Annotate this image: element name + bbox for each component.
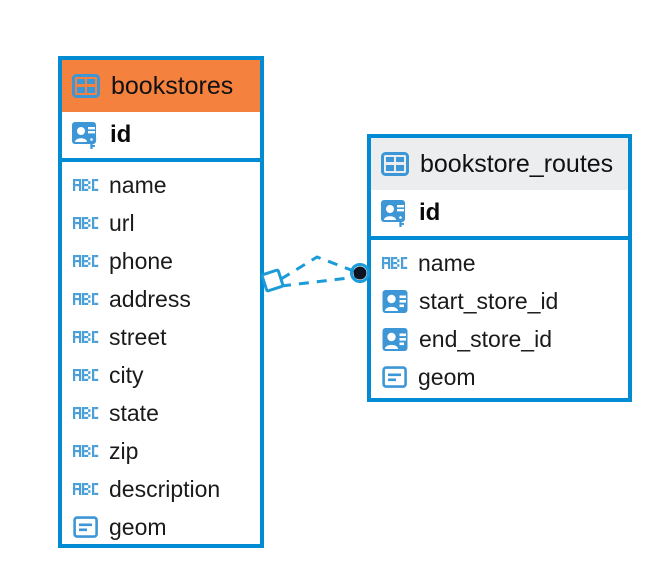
relationship-line-start-store-id: [280, 255, 360, 281]
field-label: geom: [418, 363, 476, 390]
field-label: state: [109, 399, 159, 426]
primary-key-icon: [72, 120, 100, 150]
field-row[interactable]: start_store_id: [371, 282, 628, 320]
relationship-connector: [260, 255, 370, 293]
abc-text-icon: [73, 177, 99, 193]
field-label: city: [109, 361, 144, 388]
abc-text-icon: [73, 329, 99, 345]
field-label: zip: [109, 437, 139, 464]
field-label: street: [109, 323, 167, 350]
field-row[interactable]: city: [62, 356, 260, 394]
abc-text-icon: [382, 255, 408, 271]
foreign-key-icon: [382, 288, 409, 315]
field-row[interactable]: description: [62, 470, 260, 508]
abc-text-icon: [73, 443, 99, 459]
field-label: address: [109, 285, 191, 312]
field-label: end_store_id: [419, 325, 552, 352]
table-icon: [381, 150, 409, 178]
field-label: start_store_id: [419, 287, 559, 314]
field-row[interactable]: url: [62, 204, 260, 242]
primary-key-label: id: [110, 121, 132, 148]
field-row[interactable]: state: [62, 394, 260, 432]
abc-text-icon: [73, 405, 99, 421]
field-label: geom: [109, 513, 167, 540]
field-label: name: [109, 171, 167, 198]
field-row[interactable]: end_store_id: [371, 320, 628, 358]
field-label: description: [109, 475, 221, 502]
entity-bookstores[interactable]: bookstores: [58, 56, 264, 548]
primary-key-label: id: [419, 199, 441, 226]
field-row[interactable]: street: [62, 318, 260, 356]
geometry-icon: [382, 364, 408, 390]
primary-key-row-bookstore-routes[interactable]: id: [371, 190, 628, 240]
primary-key-icon: [381, 198, 409, 228]
field-label: phone: [109, 247, 173, 274]
field-list-bookstore-routes: name start_store_id: [371, 240, 628, 396]
field-row[interactable]: geom: [371, 358, 628, 396]
field-row[interactable]: geom: [62, 508, 260, 546]
entity-title-bookstore-routes: bookstore_routes: [420, 149, 614, 178]
abc-text-icon: [73, 481, 99, 497]
field-list-bookstores: name: [62, 162, 260, 546]
abc-text-icon: [73, 253, 99, 269]
table-icon: [72, 72, 100, 100]
field-row[interactable]: address: [62, 280, 260, 318]
filled-circle-marker: [350, 263, 370, 283]
entity-header-bookstore-routes[interactable]: bookstore_routes: [371, 138, 628, 190]
diamond-marker: [260, 268, 285, 293]
primary-key-row-bookstores[interactable]: id: [62, 112, 260, 162]
field-row[interactable]: phone: [62, 242, 260, 280]
entity-title-bookstores: bookstores: [111, 71, 234, 100]
field-row[interactable]: name: [371, 244, 628, 282]
relationship-line-end-store-id: [280, 275, 358, 288]
field-label: url: [109, 209, 135, 236]
geometry-icon: [73, 514, 99, 540]
foreign-key-icon: [382, 326, 409, 353]
field-row[interactable]: name: [62, 166, 260, 204]
abc-text-icon: [73, 291, 99, 307]
field-label: name: [418, 249, 476, 276]
field-row[interactable]: zip: [62, 432, 260, 470]
abc-text-icon: [73, 215, 99, 231]
abc-text-icon: [73, 367, 99, 383]
entity-bookstore-routes[interactable]: bookstore_routes id: [367, 134, 632, 402]
entity-header-bookstores[interactable]: bookstores: [62, 60, 260, 112]
